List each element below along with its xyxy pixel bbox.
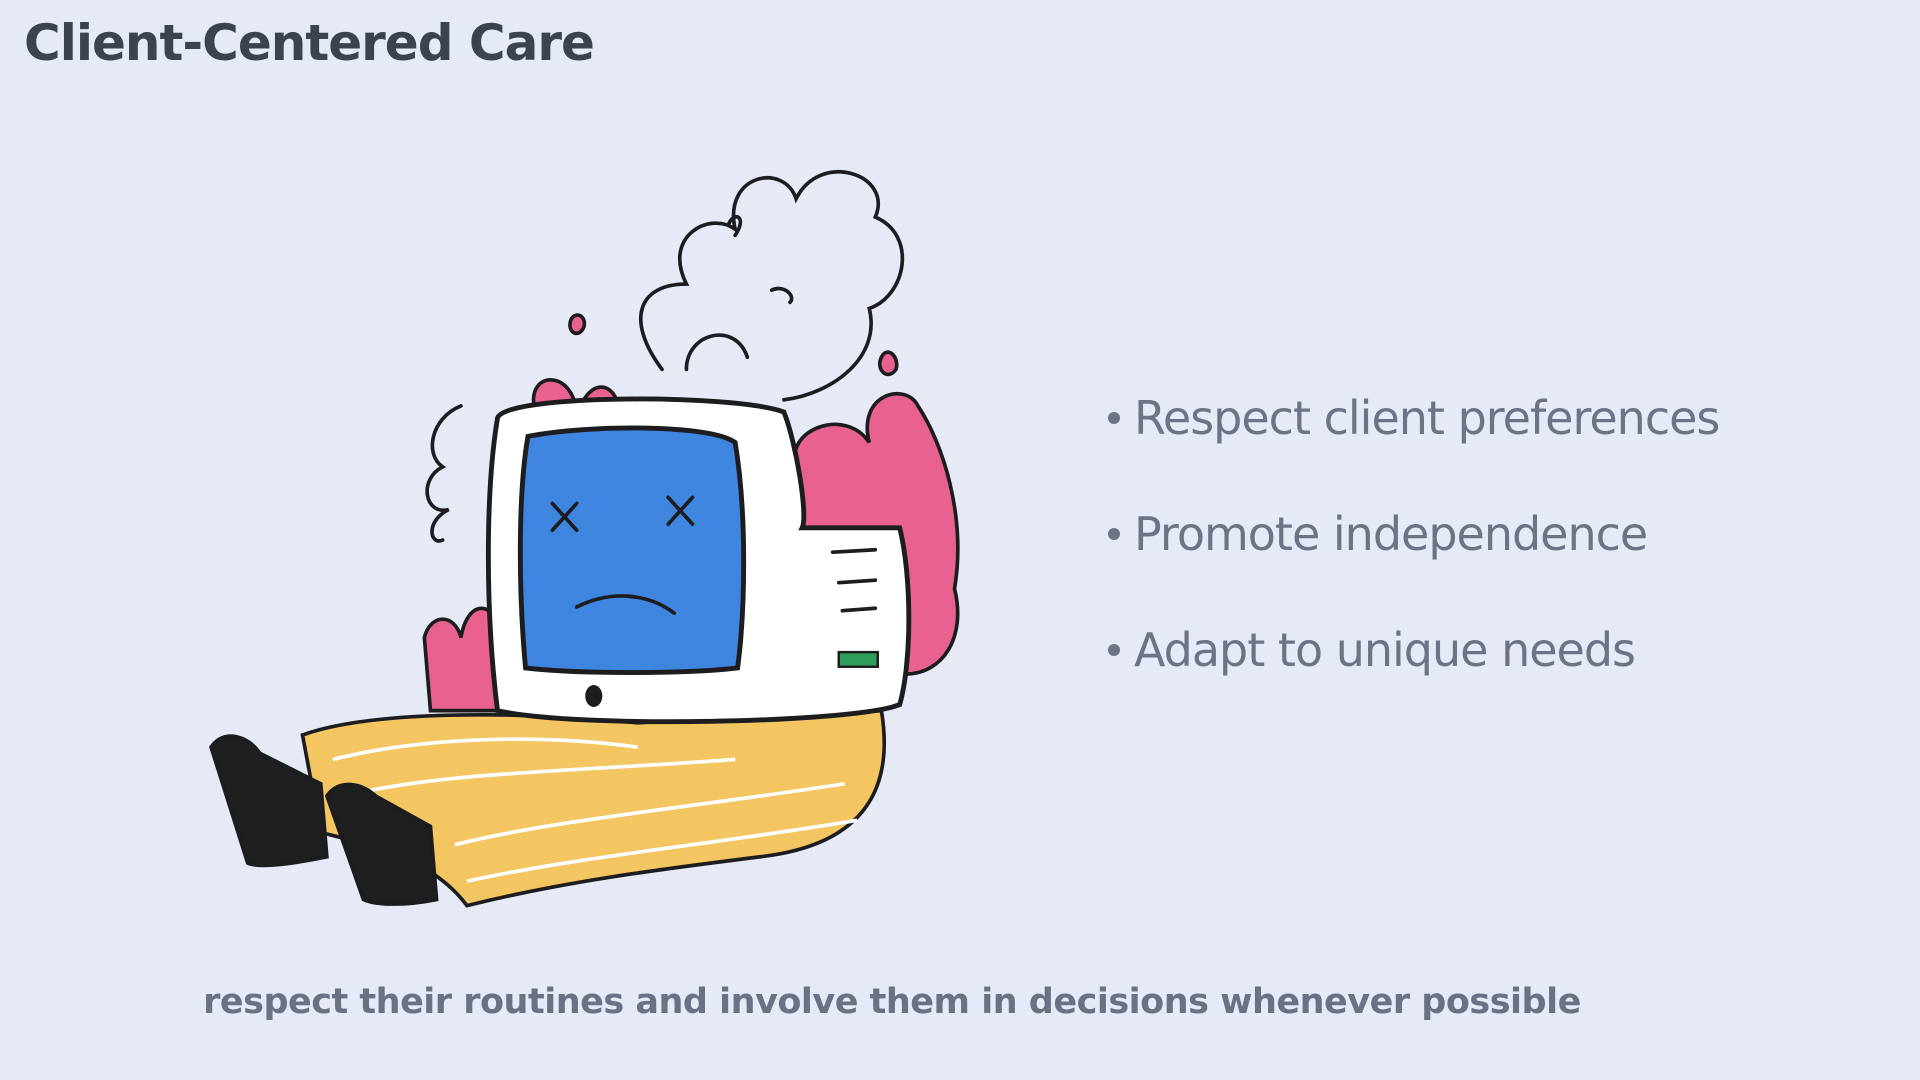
boots: [209, 734, 439, 906]
bullet-text: Respect client preferences: [1134, 391, 1720, 445]
broken-computer-illustration: [209, 170, 960, 908]
bullet-icon: [1108, 643, 1120, 656]
slide-title: Client-Centered Care: [24, 14, 595, 72]
computer: [485, 396, 912, 725]
bullet-item: Promote independence: [1108, 501, 1719, 617]
bullet-icon: [1108, 411, 1120, 424]
bullet-list: Respect client preferences Promote indep…: [1108, 385, 1720, 733]
subtitle-caption: respect their routines and involve them …: [203, 982, 1581, 1022]
bullet-item: Respect client preferences: [1108, 385, 1720, 501]
bullet-text: Promote independence: [1134, 507, 1648, 561]
pants: [300, 708, 886, 908]
bullet-icon: [1108, 527, 1120, 540]
smoke-cloud: [425, 170, 905, 543]
bullet-text: Adapt to unique needs: [1134, 623, 1636, 677]
bullet-item: Adapt to unique needs: [1108, 617, 1719, 733]
